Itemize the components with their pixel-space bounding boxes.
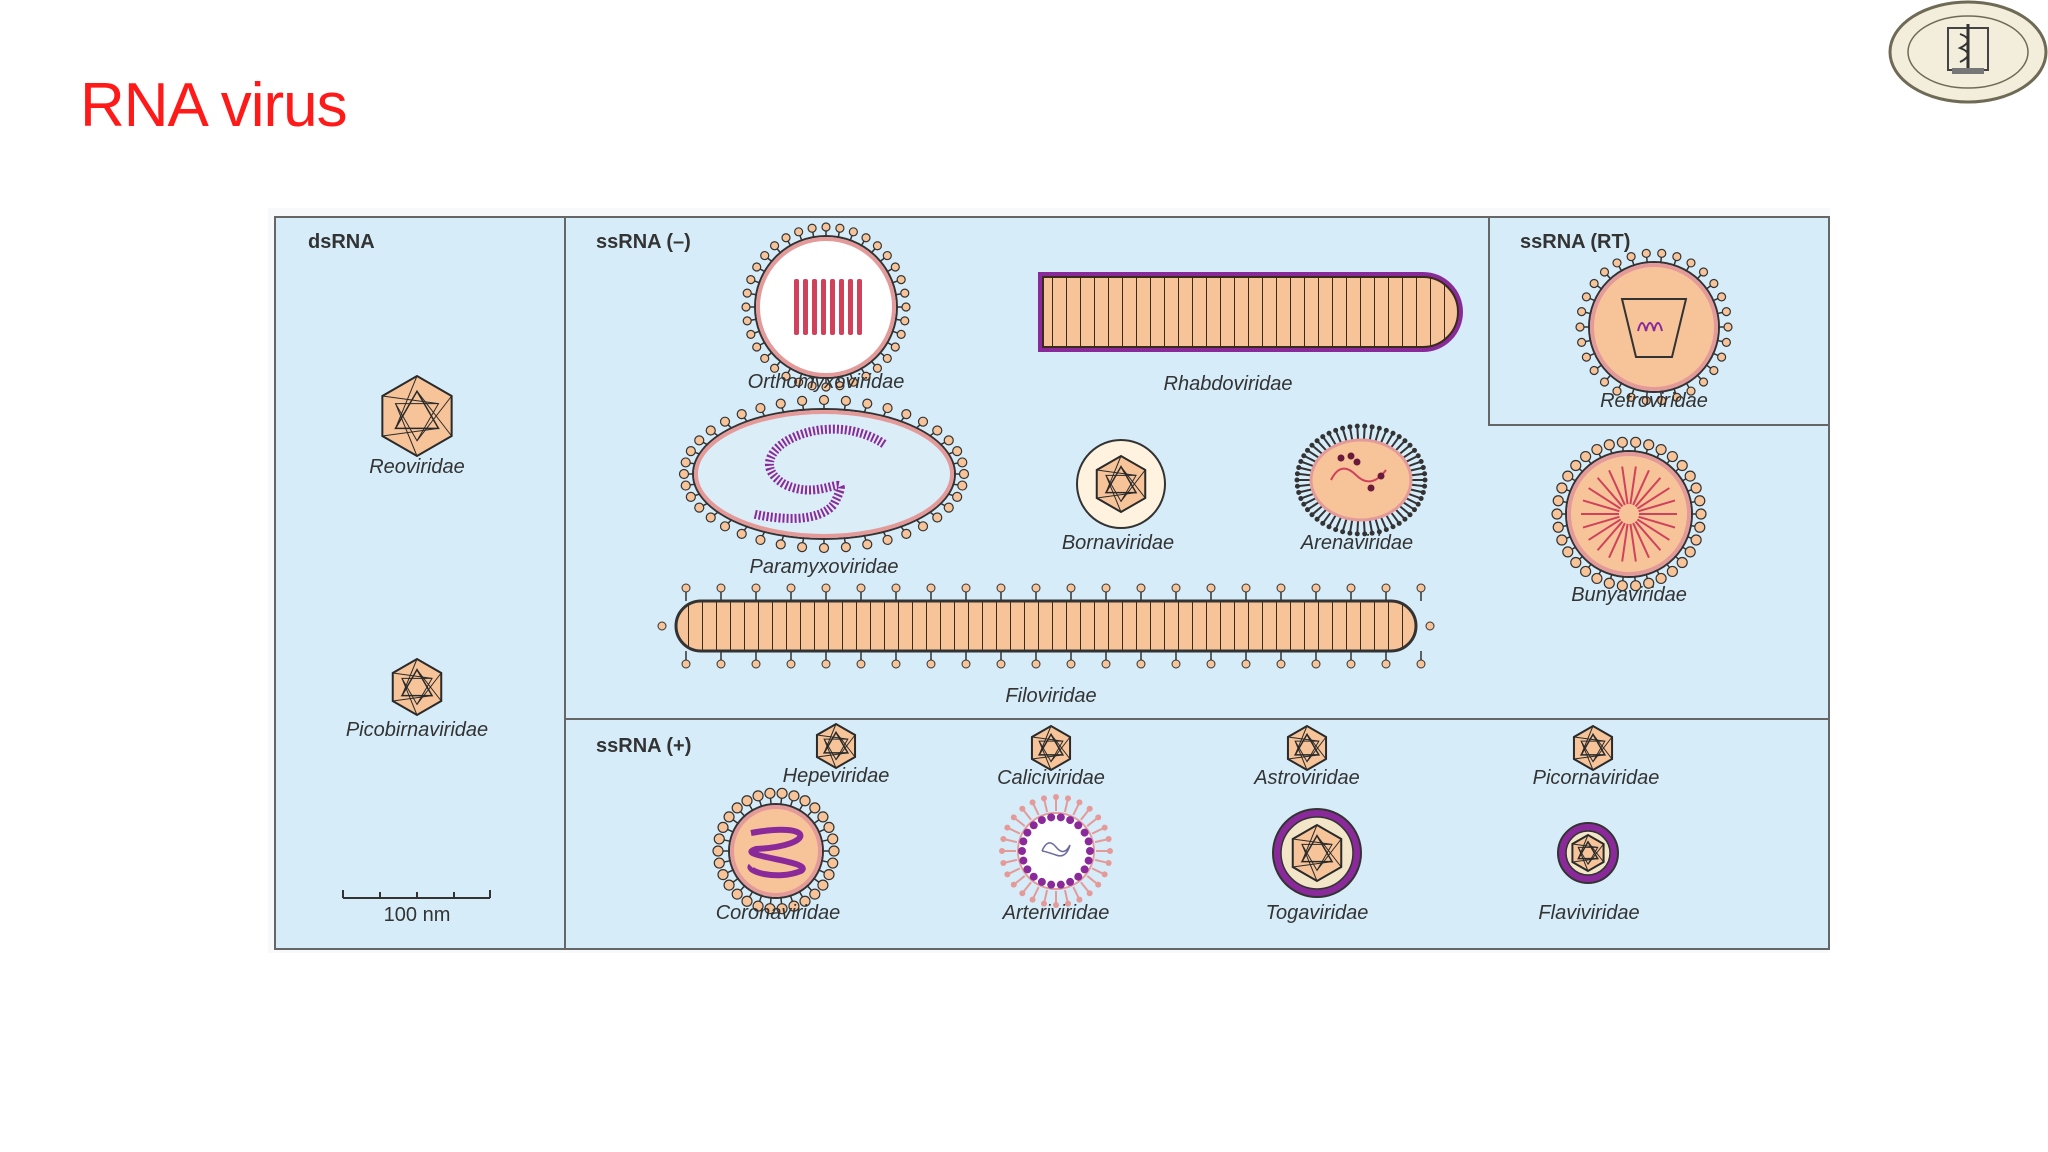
label-retroviridae: Retroviridae bbox=[1600, 390, 1708, 412]
scale-bar bbox=[342, 890, 491, 899]
coronaviridae-icon bbox=[712, 787, 840, 915]
college-seal-icon bbox=[1888, 0, 2048, 104]
scale-bar-label: 100 nm bbox=[384, 904, 451, 926]
label-bornaviridae: Bornaviridae bbox=[1062, 532, 1174, 554]
filoviridae-icon bbox=[657, 583, 1435, 669]
label-picornaviridae: Picornaviridae bbox=[1533, 767, 1660, 789]
picornaviridae-icon bbox=[1572, 724, 1614, 772]
label-arteriviridae: Arteriviridae bbox=[1002, 902, 1110, 924]
label-caliciviridae: Caliciviridae bbox=[997, 767, 1105, 789]
label-picobirnaviridae: Picobirnaviridae bbox=[346, 719, 488, 741]
bornaviridae-icon bbox=[1076, 439, 1166, 529]
flaviviridae-icon bbox=[1557, 822, 1619, 884]
orthomyxoviridae-icon bbox=[741, 222, 911, 392]
label-filoviridae: Filoviridae bbox=[1005, 685, 1096, 707]
label-reoviridae: Reoviridae bbox=[369, 456, 465, 478]
label-rhabdoviridae: Rhabdoviridae bbox=[1164, 373, 1293, 395]
reoviridae-icon bbox=[381, 374, 453, 458]
caliciviridae-icon bbox=[1030, 724, 1072, 772]
paramyxoviridae-icon bbox=[678, 394, 970, 554]
picobirnaviridae-icon bbox=[391, 657, 443, 717]
togaviridae-icon bbox=[1272, 808, 1362, 898]
label-togaviridae: Togaviridae bbox=[1266, 902, 1369, 924]
bunyaviridae-icon bbox=[1551, 436, 1707, 592]
label-arenaviridae: Arenaviridae bbox=[1300, 532, 1413, 554]
rhabdoviridae-icon bbox=[1038, 272, 1463, 352]
label-paramyxoviridae: Paramyxoviridae bbox=[750, 556, 899, 578]
header-ssrna-negative: ssRNA (–) bbox=[596, 231, 691, 253]
header-dsrna: dsRNA bbox=[308, 231, 375, 253]
arteriviridae-icon bbox=[999, 794, 1113, 908]
label-flaviviridae: Flaviviridae bbox=[1538, 902, 1639, 924]
panel-dsrna bbox=[274, 216, 566, 950]
label-bunyaviridae: Bunyaviridae bbox=[1571, 584, 1687, 606]
astroviridae-icon bbox=[1286, 724, 1328, 772]
retroviridae-icon bbox=[1575, 248, 1733, 406]
hepeviridae-icon bbox=[815, 722, 857, 770]
label-astroviridae: Astroviridae bbox=[1253, 767, 1360, 789]
label-coronaviridae: Coronaviridae bbox=[716, 902, 841, 924]
header-ssrna-positive: ssRNA (+) bbox=[596, 735, 691, 757]
rna-virus-families-diagram: dsRNA ssRNA (–) ssRNA (RT) ssRNA (+) Reo… bbox=[268, 208, 1830, 953]
label-hepeviridae: Hepeviridae bbox=[783, 765, 890, 787]
diagram-canvas: dsRNA ssRNA (–) ssRNA (RT) ssRNA (+) Reo… bbox=[274, 216, 1830, 950]
header-ssrna-rt: ssRNA (RT) bbox=[1520, 231, 1630, 253]
slide-title: RNA virus bbox=[80, 71, 348, 140]
arenaviridae-icon bbox=[1294, 423, 1428, 537]
label-orthomyxoviridae: Orthomyxoviridae bbox=[748, 371, 905, 393]
